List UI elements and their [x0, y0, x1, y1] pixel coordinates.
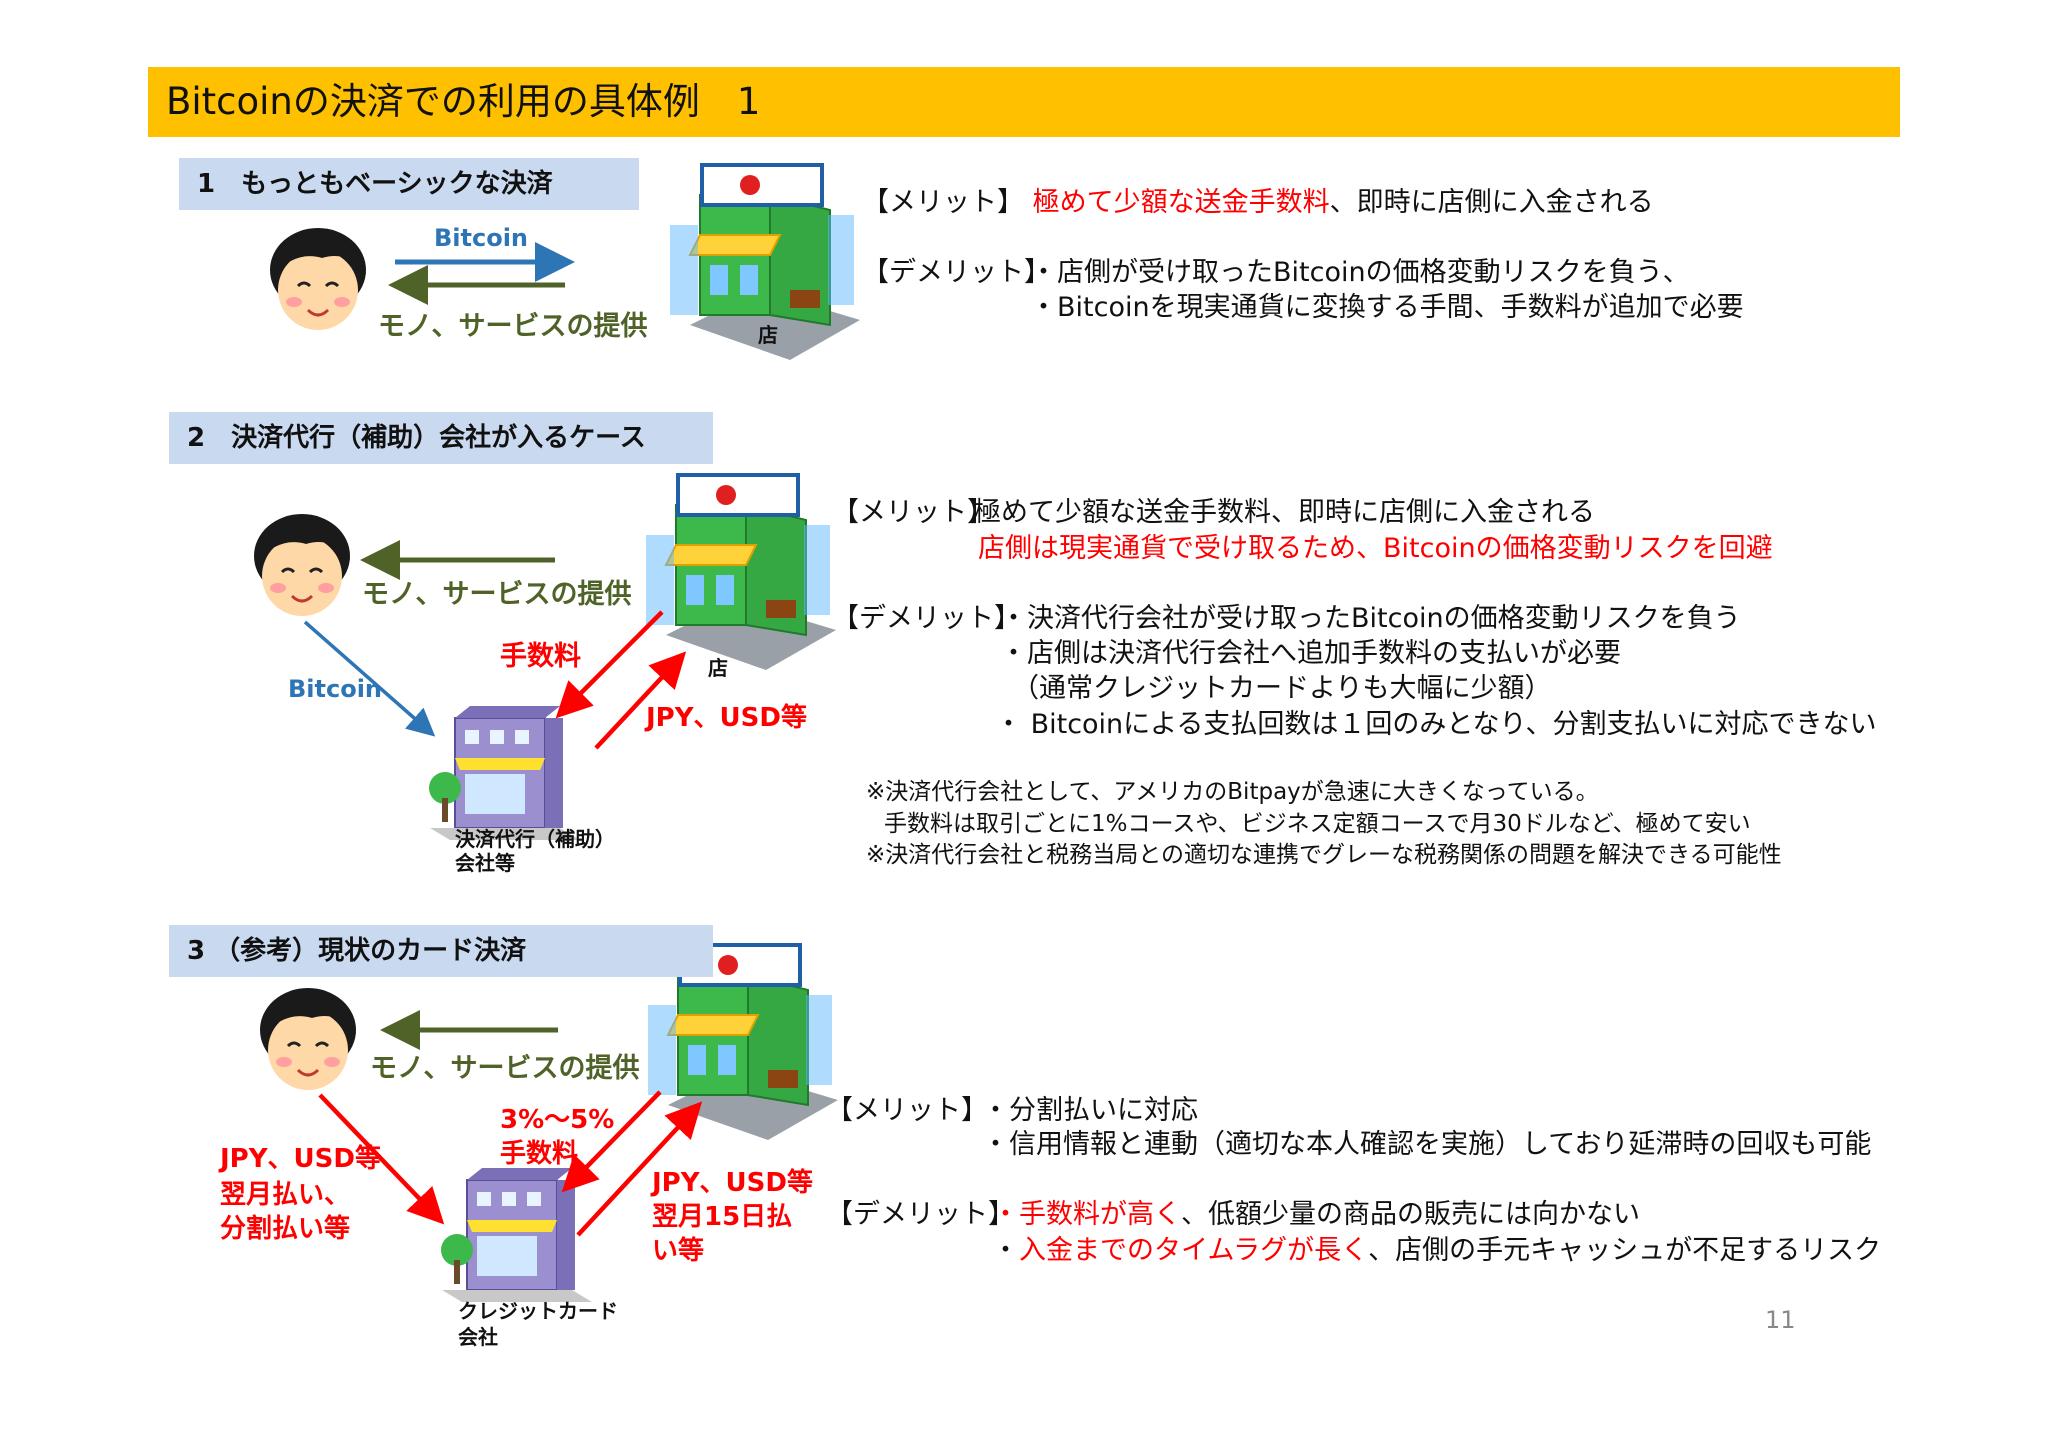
- section-1-merit: 【メリット】 極めて少額な送金手数料、即時に店側に入金される: [862, 186, 1654, 220]
- page-number: 11: [1765, 1306, 1796, 1334]
- page-title: Bitcoinの決済での利用の具体例 1: [166, 80, 761, 123]
- merit-label: 【メリット】: [826, 1095, 988, 1126]
- section-1-header: 1 もっともベーシックな決済: [179, 158, 639, 210]
- customer-payment-label: 翌月払い、: [220, 1180, 351, 1210]
- shop-payment-label: 翌月15日払: [652, 1202, 793, 1232]
- fee-label: 手数料: [500, 641, 581, 672]
- shop-label: 店: [758, 323, 778, 347]
- card-company-label: 会社: [458, 1325, 498, 1349]
- shop-payment-arrow: [576, 1101, 703, 1237]
- shop-payment-label: い等: [652, 1236, 705, 1266]
- section-1-heading: 1 もっともベーシックな決済: [197, 169, 553, 199]
- shop-payment-label: JPY、USD等: [652, 1168, 813, 1198]
- demerit-label: 【デメリット】: [832, 603, 1021, 634]
- card-company-icon: [440, 1167, 593, 1303]
- merit-label: 【メリット】: [832, 497, 994, 528]
- title-bar: [148, 67, 1900, 137]
- bitcoin-label: Bitcoin: [434, 224, 529, 252]
- goods-label: モノ、サービスの提供: [378, 311, 648, 342]
- section-2-heading: 2 決済代行（補助）会社が入るケース: [187, 423, 646, 453]
- fee-label: 手数料: [500, 1139, 579, 1169]
- demerit-label: 【デメリット】: [826, 1199, 1015, 1230]
- fee-arrow: [555, 610, 664, 719]
- customer-payment-label: JPY、USD等: [220, 1144, 381, 1174]
- fee-arrow: [561, 1090, 662, 1193]
- demerit-line: ・決済代行会社が受け取ったBitcoinの価格変動リスクを負う: [1000, 603, 1741, 634]
- customer-payment-arrow: [318, 1093, 445, 1225]
- currency-label: JPY、USD等: [646, 703, 807, 733]
- shop-label: 店: [708, 656, 728, 680]
- demerit-line: ・入金までのタイムラグが長く、店側の手元キャッシュが不足するリスク: [992, 1234, 1881, 1268]
- demerit-line: ・ Bitcoinによる支払回数は１回のみとなり、分割支払いに対応できない: [995, 709, 1877, 740]
- card-company-label: クレジットカード: [458, 1299, 618, 1323]
- currency-arrow: [594, 651, 687, 750]
- merit-label: 【メリット】: [862, 187, 1024, 218]
- fee-rate-label: 3%～5%: [500, 1105, 615, 1135]
- agent-label: 会社等: [455, 851, 515, 875]
- demerit-line: ・店側が受け取ったBitcoinの価格変動リスクを負う、: [1030, 257, 1690, 288]
- shop-icon: [644, 473, 838, 672]
- demerit-text: 、店側の手元キャッシュが不足するリスク: [1368, 1235, 1882, 1266]
- section-2-header: 2 決済代行（補助）会社が入るケース: [169, 412, 713, 464]
- demerit-bullet: ・: [992, 1235, 1019, 1266]
- merit-highlight: 店側は現実通貨で受け取るため、Bitcoinの価格変動リスクを回避: [978, 533, 1773, 564]
- section-3-heading: 3 （参考）現状のカード決済: [187, 936, 527, 966]
- bitcoin-arrow: [303, 620, 436, 737]
- demerit-line: ・Bitcoinを現実通貨に変換する手間、手数料が追加で必要: [1030, 292, 1744, 323]
- demerit-label: 【デメリット】: [862, 257, 1051, 288]
- section-3-header: 3 （参考）現状のカード決済: [169, 925, 713, 977]
- payment-agent-icon: [428, 705, 581, 841]
- note-line: ※決済代行会社として、アメリカのBitpayが急速に大きくなっている。: [866, 779, 1599, 805]
- merit-line: ・信用情報と連動（適切な本人確認を実施）しており延滞時の回収も可能: [982, 1129, 1872, 1160]
- note-line: 手数料は取引ごとに1%コースや、ビジネス定額コースで月30ドルなど、極めて安い: [884, 811, 1751, 837]
- demerit-line: （通常クレジットカードよりも大幅に少額）: [1012, 673, 1552, 704]
- customer-icon: [258, 986, 358, 1092]
- merit-line: ・分割払いに対応: [982, 1095, 1198, 1126]
- note-line: ※決済代行会社と税務当局との適切な連携でグレーな税務関係の問題を解決できる可能性: [866, 842, 1782, 868]
- merit-line: 極めて少額な送金手数料、即時に店側に入金される: [974, 497, 1595, 528]
- merit-text: 、即時に店側に入金される: [1329, 187, 1654, 218]
- demerit-highlight: 入金までのタイムラグが長く: [1019, 1235, 1369, 1266]
- goods-label: モノ、サービスの提供: [370, 1053, 640, 1084]
- customer-icon: [252, 512, 352, 618]
- merit-highlight: 極めて少額な送金手数料: [1032, 187, 1330, 218]
- agent-label: 決済代行（補助）: [455, 827, 615, 851]
- demerit-text: 、低額少量の商品の販売には向かない: [1181, 1199, 1640, 1230]
- bitcoin-label: Bitcoin: [288, 675, 383, 703]
- customer-icon: [268, 226, 368, 332]
- demerit-highlight: ・手数料が高く: [992, 1199, 1181, 1230]
- demerit-line: ・店側は決済代行会社へ追加手数料の支払いが必要: [1000, 638, 1621, 669]
- customer-payment-label: 分割払い等: [220, 1214, 351, 1244]
- demerit-line: ・手数料が高く、低額少量の商品の販売には向かない: [992, 1198, 1640, 1232]
- goods-label: モノ、サービスの提供: [362, 579, 632, 610]
